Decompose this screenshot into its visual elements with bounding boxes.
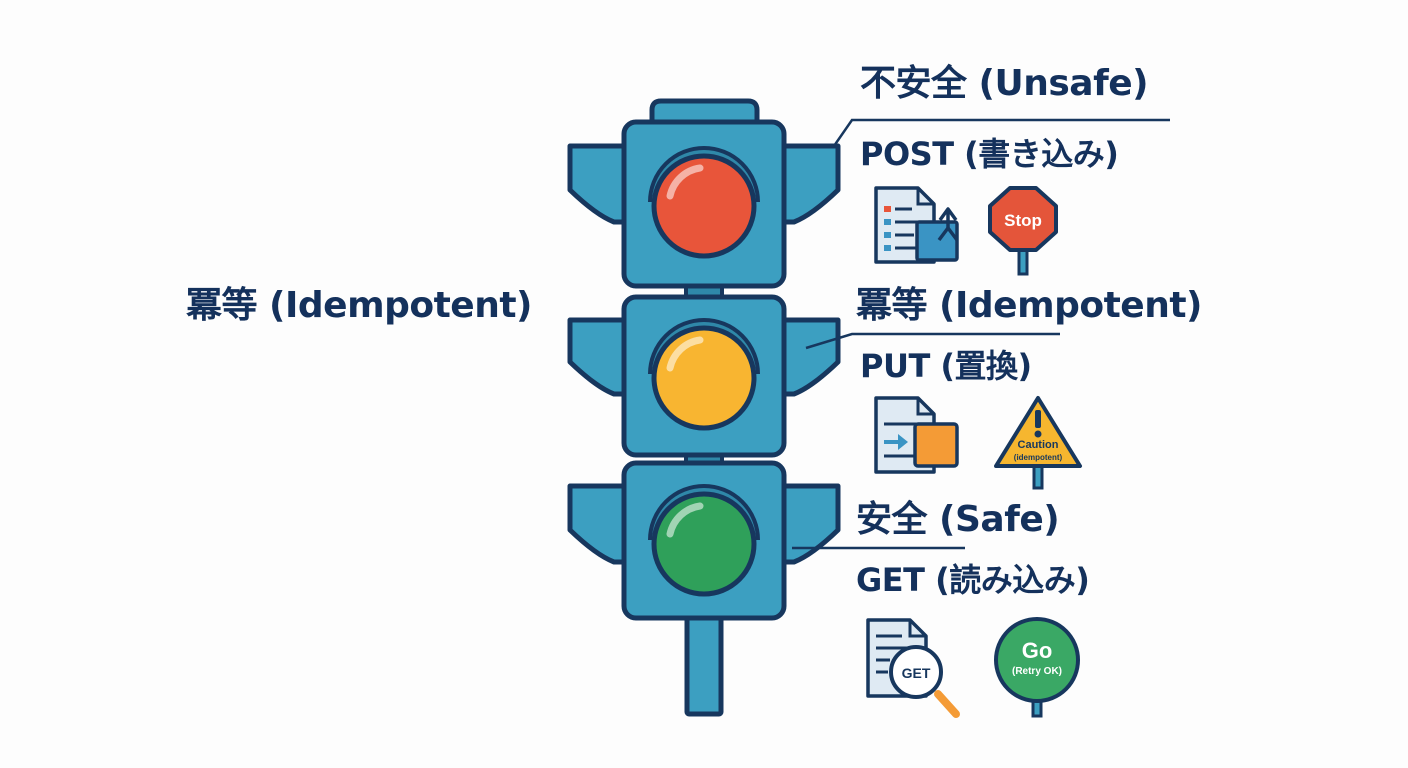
- caution-sign-icon: Caution (idempotent): [994, 396, 1082, 490]
- svg-text:GET: GET: [902, 665, 931, 681]
- side-label-idempotent: 冪等 (Idempotent): [186, 285, 533, 326]
- method-label-post: POST (書き込み): [860, 135, 1119, 173]
- svg-text:Stop: Stop: [1004, 211, 1042, 230]
- svg-text:Go: Go: [1022, 638, 1053, 663]
- go-sign-icon: Go (Retry OK): [994, 617, 1080, 718]
- traffic-light-pole: [684, 609, 724, 717]
- svg-text:(idempotent): (idempotent): [1014, 453, 1063, 462]
- category-label-idempotent: 冪等 (Idempotent): [856, 285, 1203, 326]
- stop-sign-icon: Stop: [988, 186, 1058, 276]
- document-replace-icon: [874, 396, 959, 474]
- lamp-green: [651, 491, 757, 597]
- visor-left: [567, 317, 627, 397]
- lamp-highlight: [666, 164, 704, 200]
- svg-text:Caution: Caution: [1018, 439, 1059, 451]
- lamp-red: [651, 153, 757, 259]
- visor-right: [781, 483, 841, 565]
- document-upload-icon: [874, 186, 959, 264]
- visor-right: [781, 317, 841, 397]
- category-label-safe: 安全 (Safe): [856, 499, 1060, 540]
- visor-left: [567, 483, 627, 565]
- visor-left: [567, 143, 627, 225]
- lamp-highlight: [666, 336, 704, 372]
- method-label-put: PUT (置換): [860, 347, 1032, 385]
- signal-housing-red: [567, 119, 841, 289]
- leader-line-unsafe: [832, 118, 1170, 147]
- lamp-highlight: [666, 502, 704, 538]
- signal-housing-green: [567, 460, 841, 621]
- signal-housing-yellow: [567, 294, 841, 458]
- document-search-icon: GET: [866, 618, 960, 718]
- visor-right: [781, 143, 841, 225]
- category-label-unsafe: 不安全 (Unsafe): [860, 63, 1149, 104]
- svg-text:(Retry OK): (Retry OK): [1012, 666, 1062, 677]
- lamp-yellow: [651, 325, 757, 431]
- leader-line-idempotent: [805, 332, 1060, 350]
- traffic-light-top-cap: [649, 98, 760, 127]
- method-label-get: GET (読み込み): [856, 561, 1090, 599]
